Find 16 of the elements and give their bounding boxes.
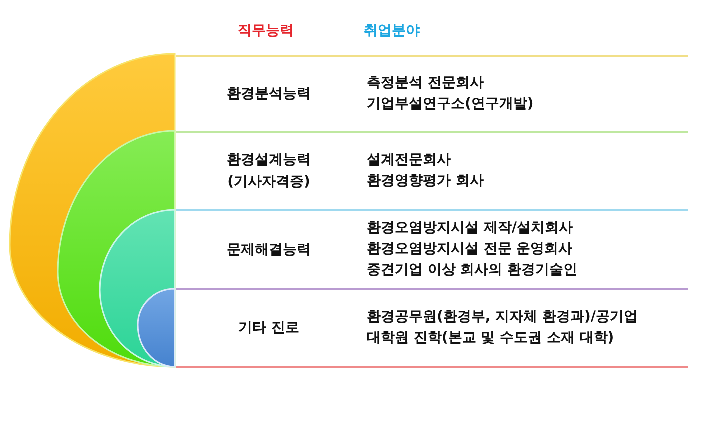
row-heading: 환경설계능력 (기사자격증) [226, 151, 312, 192]
row-heading: 환경분석능력 [227, 85, 311, 104]
list-item: 설계전문회사 [367, 151, 451, 170]
list-item: 기업부설연구소(연구개발) [367, 95, 534, 114]
row-heading: 문제해결능력 [227, 240, 311, 260]
list-item: 측정분석 전문회사 [367, 74, 484, 93]
list-item: 대학원 진학(본교 및 수도권 소재 대학) [367, 329, 614, 348]
table-row [176, 288, 688, 368]
row-heading: 기타 진로 [238, 319, 300, 338]
list-item: 중견기업 이상 회사의 환경기술인 [367, 261, 578, 280]
column-header: 취업분야 [364, 22, 420, 41]
list-item: 환경오염방지시설 제작/설치회사 [367, 219, 573, 238]
list-item: 환경공무원(환경부, 지자체 환경과)/공기업 [367, 308, 638, 327]
list-item: 환경영향평가 회사 [367, 172, 484, 191]
column-header: 직무능력 [238, 22, 294, 41]
list-item: 환경오염방지시설 전문 운영회사 [367, 240, 573, 259]
